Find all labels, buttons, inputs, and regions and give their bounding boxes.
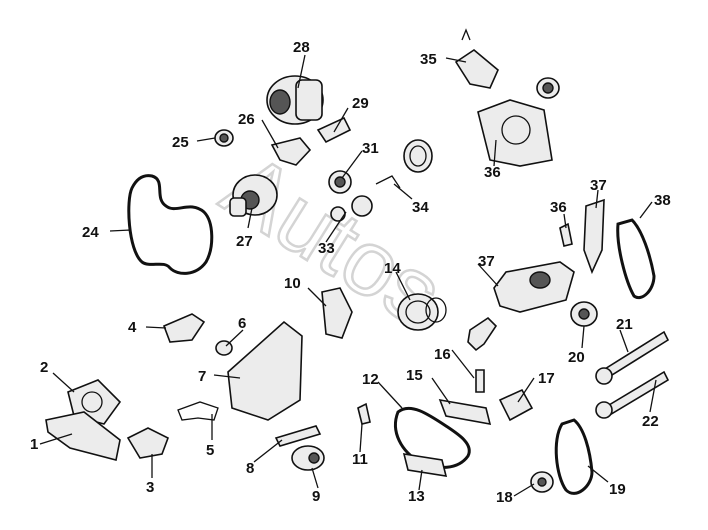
part-oil-pump bbox=[126, 427, 170, 459]
callout-6: 6 bbox=[238, 315, 246, 332]
part-rear-seal-pulley bbox=[397, 293, 447, 331]
callout-23: 24 bbox=[82, 224, 99, 241]
callout-17: 17 bbox=[538, 370, 555, 387]
callout-11: 11 bbox=[352, 451, 368, 468]
part-timing-cover bbox=[477, 99, 553, 167]
part-thermostat-housing bbox=[162, 313, 206, 343]
leader-lines bbox=[39, 54, 657, 497]
callout-26: 26 bbox=[238, 111, 255, 128]
part-crankshaft bbox=[493, 261, 575, 313]
part-idler-sprocket bbox=[530, 471, 554, 493]
callout-32: 34 bbox=[412, 199, 429, 216]
callout-12: 12 bbox=[362, 371, 379, 388]
callout-13: 13 bbox=[408, 488, 425, 505]
part-sensor bbox=[357, 402, 371, 425]
part-bushing bbox=[536, 77, 560, 99]
part-camshaft-intake bbox=[595, 330, 670, 385]
part-chain-tensioner bbox=[498, 388, 534, 422]
part-camshaft-exhaust bbox=[595, 370, 670, 419]
callout-33: 35 bbox=[420, 51, 437, 68]
callout-36: 36 bbox=[550, 199, 567, 216]
callout-9: 9 bbox=[312, 488, 320, 505]
part-mount-bracket bbox=[454, 28, 499, 89]
callout-35: 37 bbox=[478, 253, 495, 270]
callout-21: 21 bbox=[616, 316, 633, 333]
part-camshaft-chain bbox=[393, 406, 471, 469]
part-clip bbox=[316, 116, 352, 144]
callout-10: 10 bbox=[284, 275, 301, 292]
part-crank-pulley bbox=[403, 139, 433, 173]
callout-5: 5 bbox=[206, 442, 214, 459]
callout-34: 36 bbox=[484, 164, 501, 181]
callout-20: 20 bbox=[568, 349, 585, 366]
callout-18: 18 bbox=[496, 489, 513, 506]
callout-2: 2 bbox=[40, 359, 48, 376]
part-oil-filter-housing bbox=[291, 445, 325, 471]
callout-37: 37 bbox=[590, 177, 607, 194]
part-timing-chain-lower bbox=[554, 418, 594, 495]
part-chain-slider bbox=[402, 453, 448, 477]
callout-8: 8 bbox=[246, 460, 254, 477]
callout-38: 38 bbox=[654, 192, 671, 209]
callout-16: 16 bbox=[434, 346, 451, 363]
callout-27: 28 bbox=[293, 39, 310, 56]
callout-1: 1 bbox=[30, 436, 38, 453]
callout-3: 3 bbox=[146, 479, 154, 496]
callout-22: 22 bbox=[642, 413, 659, 430]
callout-29: 31 bbox=[362, 140, 379, 157]
part-serpentine-belt bbox=[127, 174, 214, 275]
callout-31: 33 bbox=[318, 240, 335, 257]
part-tensioner-roller bbox=[328, 170, 352, 194]
callout-24: 25 bbox=[172, 134, 189, 151]
part-connecting-rod bbox=[467, 316, 498, 393]
callout-15: 15 bbox=[406, 367, 423, 384]
callout-28: 29 bbox=[352, 95, 369, 112]
part-guide-bracket bbox=[321, 287, 353, 339]
part-lower-bracket bbox=[45, 411, 121, 461]
callout-14: 14 bbox=[384, 260, 401, 277]
part-gasket bbox=[274, 425, 322, 447]
part-idler-pulley-small bbox=[214, 129, 234, 147]
part-alternator bbox=[266, 75, 324, 125]
part-seal-ring bbox=[177, 401, 219, 421]
part-chain-guide bbox=[583, 198, 605, 275]
part-tensioner-rail bbox=[438, 398, 492, 426]
part-crank-sprocket bbox=[570, 301, 598, 327]
part-timing-chain-upper bbox=[616, 218, 656, 299]
part-water-pump bbox=[229, 174, 278, 217]
part-locating-pin bbox=[375, 175, 401, 189]
part-alternator-bracket bbox=[270, 137, 312, 166]
callout-7: 7 bbox=[198, 368, 206, 385]
callout-numbers: 28 25 26 29 31 24 27 34 33 35 36 37 14 1… bbox=[30, 39, 671, 506]
part-engine-bracket bbox=[227, 320, 303, 421]
callout-25: 27 bbox=[236, 233, 253, 250]
callout-4: 4 bbox=[128, 319, 137, 336]
callout-19: 19 bbox=[609, 481, 626, 498]
